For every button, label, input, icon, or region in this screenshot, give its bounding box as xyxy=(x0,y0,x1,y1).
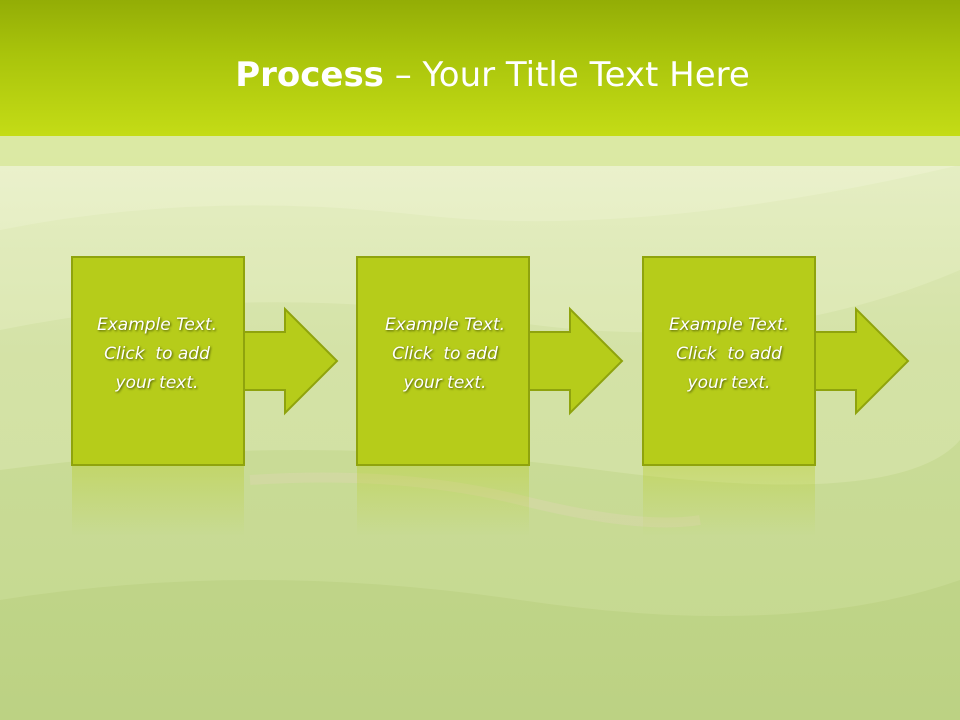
step-2-text[interactable]: Example Text. Click to add your text. xyxy=(359,311,531,398)
step-1-text[interactable]: Example Text. Click to add your text. xyxy=(71,311,243,398)
step-2-box xyxy=(356,256,530,466)
step-2-line-1: Example Text. xyxy=(384,315,506,335)
step-3-line-3: your text. xyxy=(687,373,771,393)
step-3-line-2: Click to add xyxy=(676,344,782,364)
step-3-text[interactable]: Example Text. Click to add your text. xyxy=(643,311,815,398)
step-1-line-3: your text. xyxy=(115,373,199,393)
step-1-line-1: Example Text. xyxy=(96,315,218,335)
step-2-arrow xyxy=(527,306,624,416)
step-1-arrow xyxy=(242,306,339,416)
step-3-box xyxy=(642,256,816,466)
step-3-arrow xyxy=(813,306,910,416)
step-2-reflection xyxy=(357,466,529,536)
title-bold-part: Process xyxy=(235,55,384,95)
step-1-reflection xyxy=(72,466,244,536)
title-band xyxy=(0,136,960,166)
step-3-reflection xyxy=(643,466,815,536)
slide-title[interactable]: Process – Your Title Text Here xyxy=(0,50,960,100)
step-1-line-2: Click to add xyxy=(104,344,210,364)
step-2-line-2: Click to add xyxy=(392,344,498,364)
step-3-line-1: Example Text. xyxy=(668,315,790,335)
step-1-box xyxy=(71,256,245,466)
title-bar xyxy=(0,0,960,136)
title-rest-part: – Your Title Text Here xyxy=(383,55,750,95)
step-2-line-3: your text. xyxy=(403,373,487,393)
